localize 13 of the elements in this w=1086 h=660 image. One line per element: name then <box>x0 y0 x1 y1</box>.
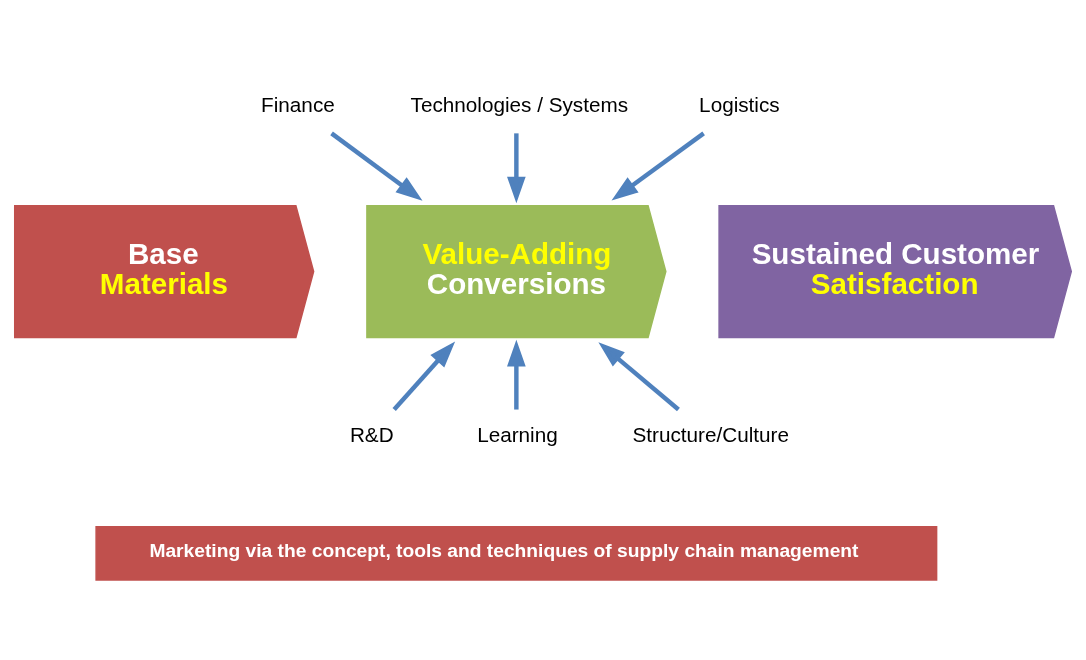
arrow <box>507 133 526 204</box>
arrow <box>507 339 526 410</box>
arrow <box>598 342 680 412</box>
node-box: Marketing via the concept, tools and techniques of supply chain management <box>95 526 938 581</box>
node-text: Finance <box>261 93 335 117</box>
arrow <box>392 341 456 412</box>
node-text: Logistics <box>699 93 780 117</box>
node-text: Technologies / Systems <box>410 93 629 117</box>
node-text: Structure/Culture <box>632 423 790 447</box>
node-text: R&D <box>349 423 394 447</box>
arrow <box>611 131 705 201</box>
node-text: Learning <box>477 423 558 447</box>
arrow <box>330 131 423 201</box>
